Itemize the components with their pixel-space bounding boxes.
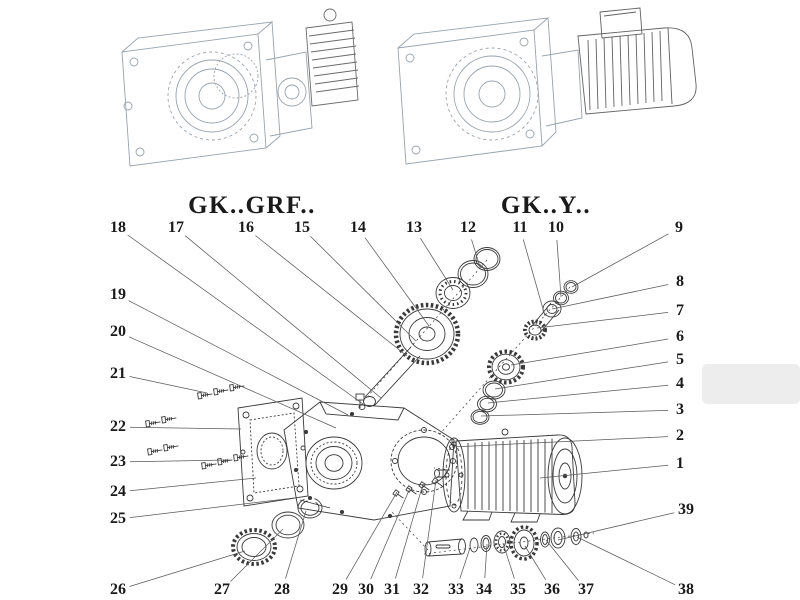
- part-number-17: 17: [168, 219, 184, 236]
- part-number-20: 20: [110, 323, 126, 340]
- part-number-21: 21: [110, 365, 126, 382]
- variant-title-y: GK..Y..: [500, 192, 592, 219]
- leader-line-8: [551, 284, 669, 310]
- gearbox-housing: [283, 393, 458, 521]
- input-bearing-and-rings: [435, 247, 501, 309]
- leader-line-16: [255, 235, 408, 357]
- part-number-38: 38: [678, 581, 694, 598]
- leader-line-23: [129, 459, 231, 463]
- leader-line-35: [502, 542, 515, 579]
- leader-line-1: [539, 464, 669, 479]
- leader-line-27: [230, 528, 284, 582]
- leader-line-14: [364, 237, 430, 327]
- leader-line-36: [524, 545, 547, 580]
- part-number-5: 5: [676, 351, 684, 368]
- intermediate-gear-and-seals: [470, 349, 525, 425]
- leader-line-13: [420, 238, 454, 291]
- part-number-33: 33: [448, 581, 464, 598]
- leader-line-21: [129, 376, 208, 394]
- leader-line-10: [556, 239, 562, 298]
- part-number-14: 14: [350, 219, 366, 236]
- part-number-12: 12: [460, 219, 476, 236]
- part-number-26: 26: [110, 581, 126, 598]
- part-number-24: 24: [110, 483, 126, 500]
- big-gear-and-shaft: [358, 302, 461, 411]
- grf-input-cover: [305, 8, 360, 107]
- part-number-3: 3: [676, 401, 684, 418]
- leader-line-3: [480, 410, 669, 417]
- part-number-23: 23: [110, 453, 126, 470]
- part-number-4: 4: [676, 375, 684, 392]
- part-number-29: 29: [332, 581, 348, 598]
- flange-plate: [237, 397, 309, 507]
- part-number-31: 31: [384, 581, 400, 598]
- leader-line-28: [285, 510, 307, 579]
- leader-line-7: [536, 312, 669, 329]
- part-number-1: 1: [676, 455, 684, 472]
- leader-line-12: [471, 239, 481, 268]
- part-number-22: 22: [110, 418, 126, 435]
- part-number-19: 19: [110, 286, 126, 303]
- leader-line-5: [494, 361, 669, 390]
- leader-line-30: [370, 487, 411, 580]
- part-number-34: 34: [476, 581, 492, 598]
- part-number-32: 32: [413, 581, 429, 598]
- leader-line-20: [128, 336, 337, 429]
- leader-line-38: [576, 536, 676, 586]
- leader-line-15: [310, 236, 417, 342]
- leader-line-32: [422, 479, 437, 579]
- part-number-28: 28: [274, 581, 290, 598]
- leader-line-24: [129, 477, 257, 492]
- y-motor: [577, 7, 697, 115]
- leader-line-18: [127, 234, 364, 405]
- watermark: [702, 364, 800, 404]
- part-number-15: 15: [294, 219, 310, 236]
- part-number-27: 27: [214, 581, 230, 598]
- leader-line-34: [484, 543, 488, 579]
- part-number-16: 16: [238, 219, 254, 236]
- assembled-gearbox-grf: [121, 21, 313, 167]
- leader-line-26: [129, 550, 246, 587]
- output-shaft-assembly: [424, 525, 589, 561]
- leader-line-39: [557, 512, 675, 541]
- leader-line-11: [522, 239, 546, 317]
- part-number-2: 2: [676, 427, 684, 444]
- bevel-pinion-assembly: [523, 280, 579, 341]
- electric-motor: [434, 428, 583, 523]
- part-number-9: 9: [675, 219, 683, 236]
- bottom-left-rings: [231, 497, 323, 566]
- cap-screws: [145, 382, 250, 470]
- variant-title-grf: GK..GRF..: [188, 192, 316, 219]
- part-number-25: 25: [110, 510, 126, 527]
- part-number-11: 11: [512, 219, 528, 236]
- leader-line-6: [510, 338, 669, 366]
- leader-line-31: [395, 483, 424, 579]
- leader-line-22: [129, 426, 242, 430]
- leader-line-4: [487, 384, 669, 404]
- leader-line-9: [571, 233, 669, 288]
- part-number-6: 6: [676, 328, 684, 345]
- part-number-13: 13: [406, 219, 422, 236]
- leader-line-29: [345, 491, 398, 580]
- part-number-30: 30: [358, 581, 374, 598]
- part-number-39: 39: [678, 501, 694, 518]
- leader-lines: [127, 233, 676, 587]
- part-number-35: 35: [510, 581, 526, 598]
- part-number-37: 37: [578, 581, 594, 598]
- part-number-18: 18: [110, 219, 126, 236]
- leader-line-19: [128, 300, 349, 416]
- leader-line-2: [451, 436, 669, 448]
- leader-line-33: [459, 547, 471, 579]
- leader-line-37: [545, 539, 579, 581]
- leader-line-25: [129, 496, 303, 518]
- assembled-gearbox-y: [397, 17, 583, 165]
- part-number-10: 10: [548, 219, 564, 236]
- part-number-36: 36: [544, 581, 560, 598]
- leader-line-17: [184, 235, 382, 399]
- part-number-8: 8: [676, 273, 684, 290]
- part-number-7: 7: [676, 302, 684, 319]
